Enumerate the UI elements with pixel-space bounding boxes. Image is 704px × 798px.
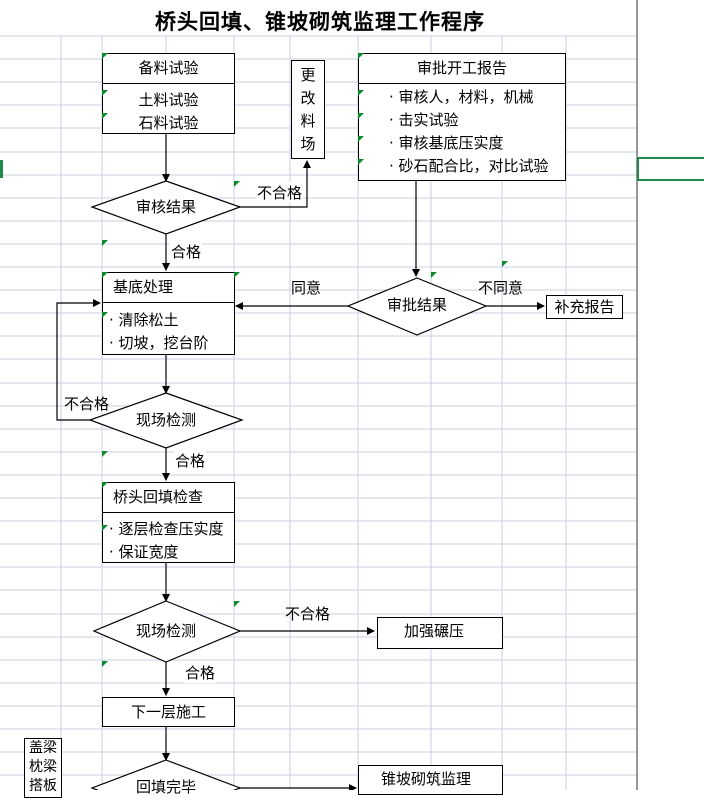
- site-test-2-label: 现场检测: [135, 622, 196, 640]
- next-layer-box: 下一层施工: [102, 697, 235, 727]
- cell-marker: [502, 261, 508, 267]
- supplement-report-box: 补充报告: [546, 295, 623, 319]
- cell-marker: [102, 482, 108, 488]
- backfill-check-box: 桥头回填检查 · 逐层检查压实度 · 保证宽度: [102, 482, 235, 563]
- foundation-item: · 切坡，挖台阶: [109, 334, 209, 352]
- unqualified-label-1: 不合格: [256, 182, 304, 203]
- change-site-char: 料: [300, 112, 316, 130]
- cell-marker: [358, 113, 364, 119]
- side-note-line: 盖梁: [29, 740, 57, 756]
- cell-marker: [102, 240, 108, 246]
- side-note-box: 盖梁 枕梁 搭板: [24, 738, 62, 798]
- cell-marker: [102, 113, 108, 119]
- backfill-done-diamond: [90, 759, 242, 790]
- unqualified-label-2: 不合格: [64, 395, 110, 413]
- strengthen-rolling-box: 加强碾压: [377, 617, 503, 649]
- qualified-label-1: 合格: [170, 241, 203, 262]
- start-report-box: 审批开工报告 · 审核人，材料，机械 · 击实试验 · 审核基底压实度 · 砂石…: [358, 53, 566, 181]
- start-report-header: 审批开工报告: [359, 54, 565, 84]
- cell-marker: [234, 181, 240, 187]
- start-report-item: · 审核基底压实度: [389, 134, 504, 152]
- review-result-label: 审核结果: [135, 198, 196, 216]
- material-test-header: 备料试验: [103, 54, 234, 84]
- approval-result-diamond: [346, 277, 488, 336]
- agree-label: 同意: [291, 279, 322, 297]
- change-site-char: 更: [300, 66, 316, 84]
- backfill-check-item: · 逐层检查压实度: [109, 520, 224, 538]
- cell-marker: [358, 90, 364, 96]
- disagree-label: 不同意: [478, 279, 524, 297]
- cell-marker: [358, 159, 364, 165]
- backfill-check-item: · 保证宽度: [109, 543, 179, 561]
- site-test-1-label: 现场检测: [135, 411, 196, 429]
- material-test-box: 备料试验 土料试验 石料试验: [102, 53, 235, 134]
- approval-result-label: 审批结果: [386, 296, 447, 314]
- cell-marker: [102, 661, 108, 667]
- site-test-2-diamond: [92, 600, 242, 663]
- foundation-box: 基底处理 · 清除松土 · 切坡，挖台阶: [102, 272, 235, 355]
- side-note-line: 搭板: [29, 778, 57, 794]
- backfill-check-header: 桥头回填检查: [103, 483, 234, 513]
- cone-slope-box: 锥坡砌筑监理: [358, 765, 503, 795]
- start-report-item: · 审核人，材料，机械: [389, 88, 534, 106]
- qualified-label-2: 合格: [174, 450, 207, 471]
- cell-marker: [358, 136, 364, 142]
- unqualified-label-3: 不合格: [285, 605, 331, 623]
- cell-marker: [234, 272, 240, 278]
- row-indicator: [0, 160, 3, 178]
- start-report-item: · 击实试验: [389, 111, 459, 129]
- cell-marker: [102, 451, 108, 457]
- site-test-1-diamond: [88, 392, 244, 449]
- cell-marker: [431, 272, 437, 278]
- cell-marker: [102, 272, 108, 278]
- change-site-char: 改: [300, 89, 316, 107]
- change-site-box: 更 改 料 场: [291, 60, 325, 159]
- cell-marker: [102, 525, 108, 531]
- material-item-soil: 土料试验: [138, 91, 199, 109]
- cell-marker: [102, 90, 108, 96]
- cell-marker: [234, 601, 240, 607]
- change-site-char: 场: [300, 135, 316, 153]
- backfill-done-label: 回填完毕: [135, 778, 196, 796]
- page-title: 桥头回填、锥坡砌筑监理工作程序: [155, 9, 485, 34]
- review-result-diamond: [90, 180, 242, 235]
- material-item-stone: 石料试验: [138, 114, 199, 132]
- cell-marker: [102, 53, 108, 59]
- start-report-item: · 砂石配合比，对比试验: [389, 157, 549, 175]
- cell-marker: [102, 312, 108, 318]
- foundation-item: · 清除松土: [109, 311, 179, 329]
- selected-cell[interactable]: [637, 157, 704, 181]
- qualified-label-3: 合格: [184, 662, 217, 683]
- cell-marker: [358, 53, 364, 59]
- side-note-line: 枕梁: [29, 759, 57, 775]
- foundation-header: 基底处理: [103, 273, 234, 303]
